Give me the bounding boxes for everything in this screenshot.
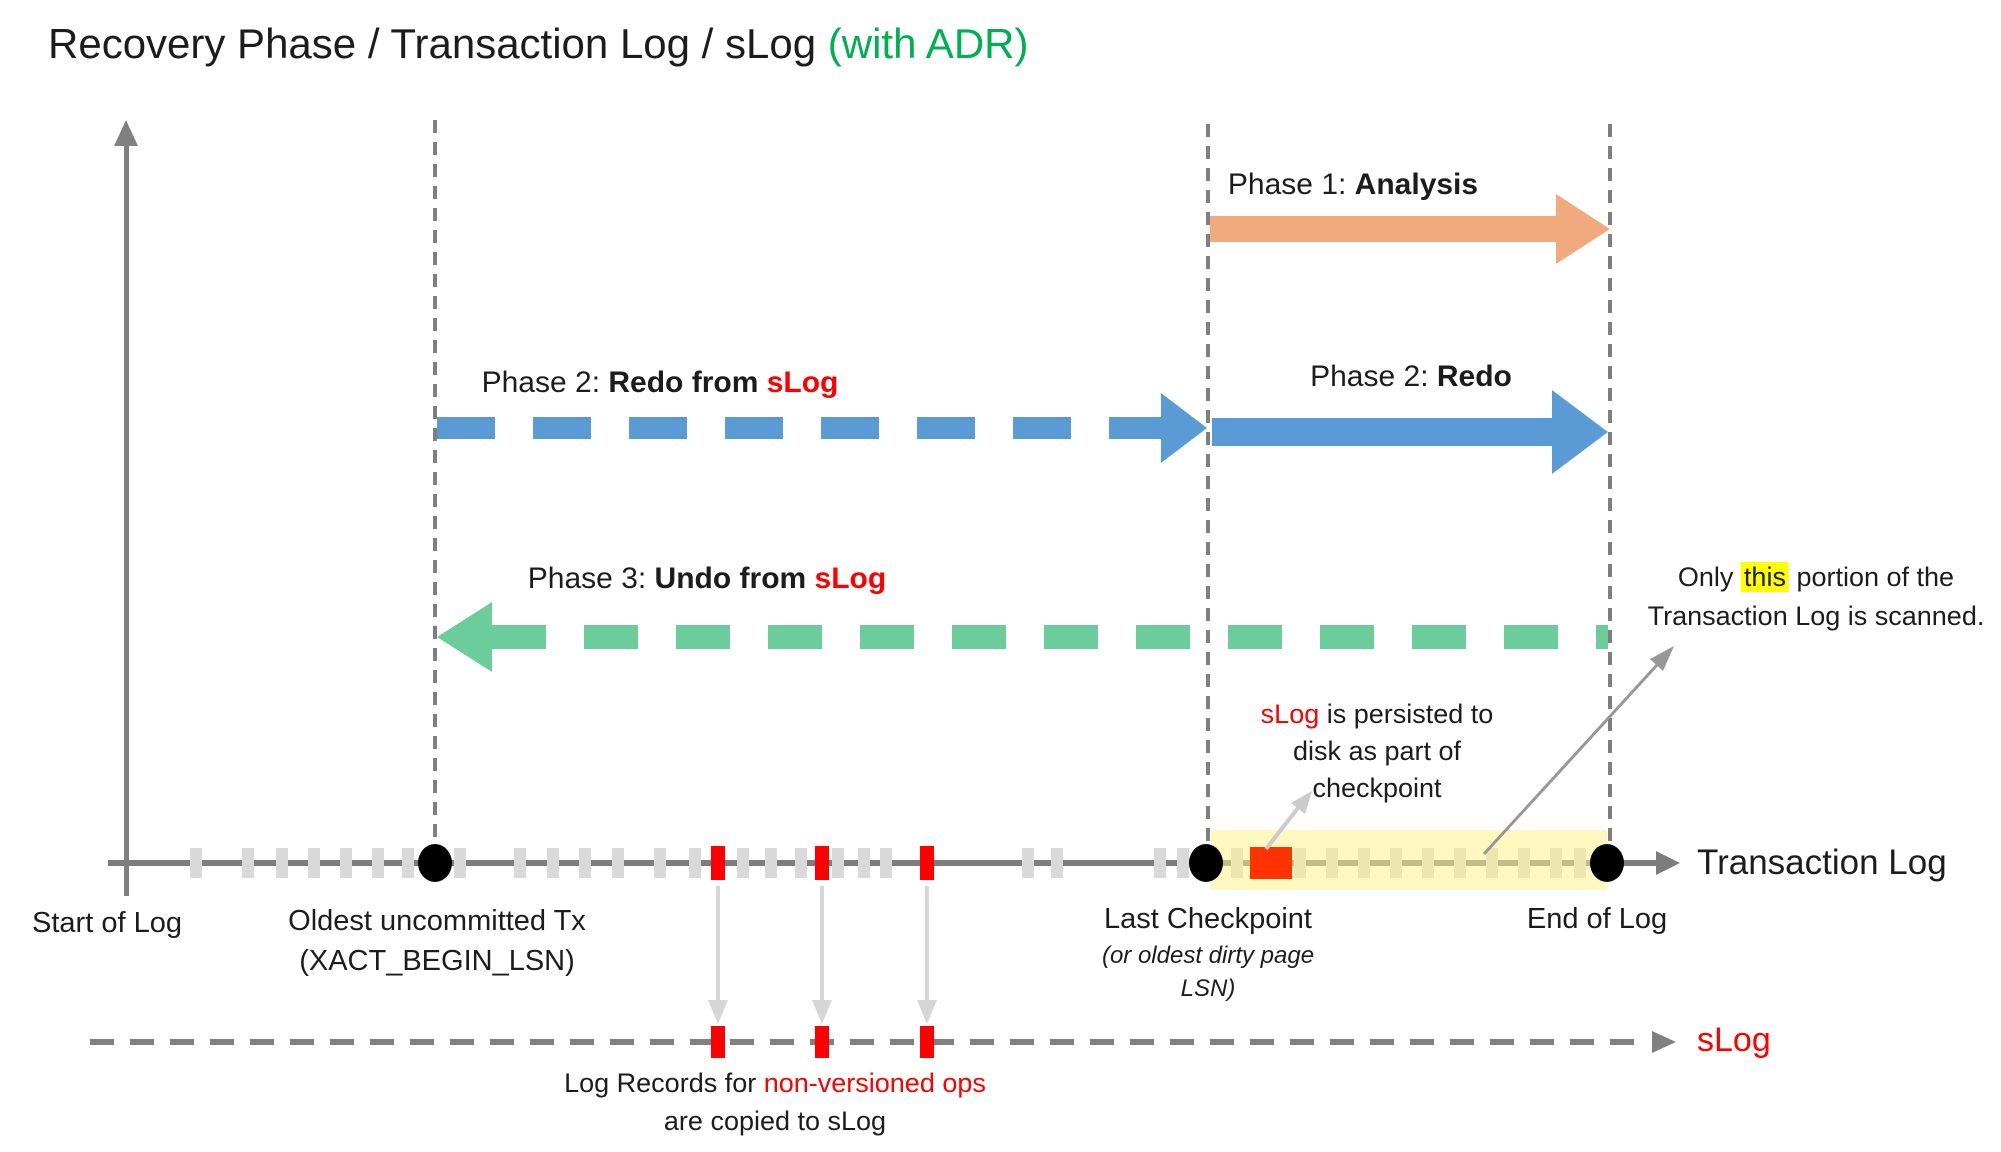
transaction-log-arrow-icon	[1656, 851, 1680, 875]
timeline-tick	[276, 848, 288, 878]
timeline-tick	[795, 848, 807, 878]
end-of-log-label: End of Log	[1526, 903, 1668, 935]
oldest-uncommitted-tx-label: Oldest uncommitted Tx (XACT_BEGIN_LSN)	[288, 901, 586, 981]
timeline-tick	[1177, 848, 1189, 878]
guide-end-of-log	[1608, 124, 1612, 862]
guide-last-checkpoint	[1206, 124, 1210, 862]
page-title: Recovery Phase / Transaction Log / sLog …	[48, 20, 1028, 68]
scan-note-line2: Transaction Log is scanned.	[1647, 601, 1985, 631]
phase2-name: Redo	[1436, 360, 1512, 393]
timeline-tick	[579, 848, 591, 878]
page-title-adr: (with ADR)	[827, 20, 1029, 67]
oldest-line2: (XACT_BEGIN_LSN)	[299, 945, 575, 977]
phase3-label: Phase 3: Undo from sLog	[528, 562, 886, 596]
checkpoint-line1: Last Checkpoint	[1104, 903, 1312, 935]
timeline-tick	[454, 848, 466, 878]
timeline-tick	[858, 848, 870, 878]
timeline-tick	[190, 848, 202, 878]
phase3-arrowhead-icon	[437, 602, 492, 672]
timeline-tick	[547, 848, 559, 878]
timeline-tick	[308, 848, 320, 878]
phase2-redo-from-slog-arrow	[437, 417, 1161, 439]
marker-dot	[1189, 844, 1223, 882]
checkpoint-sub2: LSN)	[1180, 975, 1236, 1002]
slog-red-tick	[711, 1026, 725, 1058]
timeline-tick	[1154, 848, 1166, 878]
slog-line	[90, 1039, 1640, 1045]
timeline-tick	[612, 848, 624, 878]
timeline-tick	[689, 848, 701, 878]
copy-note: Log Records for non-versioned ops are co…	[564, 1064, 986, 1140]
phase1-name: Analysis	[1354, 168, 1479, 201]
persist-note-l1: is persisted to	[1319, 699, 1494, 729]
guide-oldest-uncommitted-tx	[433, 120, 437, 862]
scan-note-line1: Only this portion of the	[1648, 558, 1985, 597]
persist-note-red: sLog	[1260, 699, 1320, 729]
persist-note: sLog is persisted to disk as part of che…	[1261, 696, 1494, 807]
phase2-arrowhead-icon	[1552, 390, 1608, 474]
marker-dot	[1590, 844, 1624, 882]
phase1-arrowhead-icon	[1556, 194, 1610, 264]
scan-note-post: portion of the	[1788, 562, 1955, 592]
timeline-tick	[765, 848, 777, 878]
page-title-main: Recovery Phase / Transaction Log / sLog	[48, 20, 828, 67]
scan-note-highlight: this	[1740, 562, 1789, 592]
timeline-tick	[402, 848, 414, 878]
copy-note-line2: are copied to sLog	[663, 1106, 887, 1136]
scan-note-pre: Only	[1677, 562, 1741, 592]
phase2-slog-arrowhead-icon	[1161, 393, 1207, 463]
timeline-tick	[242, 848, 254, 878]
timeline-tick	[1022, 848, 1034, 878]
timeline-tick	[737, 848, 749, 878]
slog-red-tick	[815, 1026, 829, 1058]
phase2-slog-bold: Redo from	[608, 366, 767, 399]
slog-red-tick	[920, 1026, 934, 1058]
transaction-log-axis-label: Transaction Log	[1697, 843, 1947, 882]
oldest-line1: Oldest uncommitted Tx	[288, 905, 586, 937]
timeline-tick	[1051, 848, 1063, 878]
y-axis-line	[124, 144, 129, 896]
persist-note-line2: disk as part of	[1292, 736, 1462, 766]
checkpoint-red-square	[1250, 847, 1292, 879]
timeline-tick	[880, 848, 892, 878]
timeline-red-tick	[815, 846, 829, 880]
persist-note-line1: sLog is persisted to	[1261, 696, 1494, 733]
timeline-red-tick	[711, 846, 725, 880]
slog-arrow-icon	[1652, 1031, 1676, 1053]
timeline-tick	[340, 848, 352, 878]
copy-note-red: non-versioned ops	[763, 1068, 986, 1098]
timeline-red-tick	[920, 846, 934, 880]
timeline-tick	[372, 848, 384, 878]
phase2-slog-red: sLog	[766, 366, 839, 399]
timeline-tick	[514, 848, 526, 878]
phase2-prefix: Phase 2:	[1310, 360, 1437, 393]
timeline-tick	[654, 848, 666, 878]
phase3-red: sLog	[814, 562, 887, 595]
checkpoint-sub1: (or oldest dirty page	[1101, 942, 1315, 969]
phase3-bold: Undo from	[654, 562, 815, 595]
timeline-tick	[832, 848, 844, 878]
start-of-log-label: Start of Log	[32, 907, 182, 939]
phase2-slog-label: Phase 2: Redo from sLog	[482, 366, 839, 400]
marker-dot	[418, 844, 452, 882]
phase2-slog-prefix: Phase 2:	[481, 366, 609, 399]
phase2-label: Phase 2: Redo	[1310, 360, 1512, 394]
phase1-label: Phase 1: Analysis	[1228, 168, 1478, 202]
phase1-analysis-arrow	[1210, 216, 1556, 242]
phase3-prefix: Phase 3:	[527, 562, 655, 595]
phase2-redo-arrow	[1212, 418, 1552, 446]
persist-note-line3: checkpoint	[1312, 773, 1442, 803]
phase3-undo-from-slog-arrow	[492, 625, 1608, 649]
slog-axis-label: sLog	[1697, 1021, 1771, 1059]
phase1-prefix: Phase 1:	[1227, 168, 1355, 201]
last-checkpoint-label: Last Checkpoint (or oldest dirty page LS…	[1102, 899, 1314, 1005]
scan-note: Only this portion of the Transaction Log…	[1647, 558, 1985, 636]
y-axis-arrow-icon	[114, 120, 138, 146]
copy-note-line1: Log Records for non-versioned ops	[564, 1064, 986, 1102]
copy-note-pre: Log Records for	[564, 1068, 764, 1098]
